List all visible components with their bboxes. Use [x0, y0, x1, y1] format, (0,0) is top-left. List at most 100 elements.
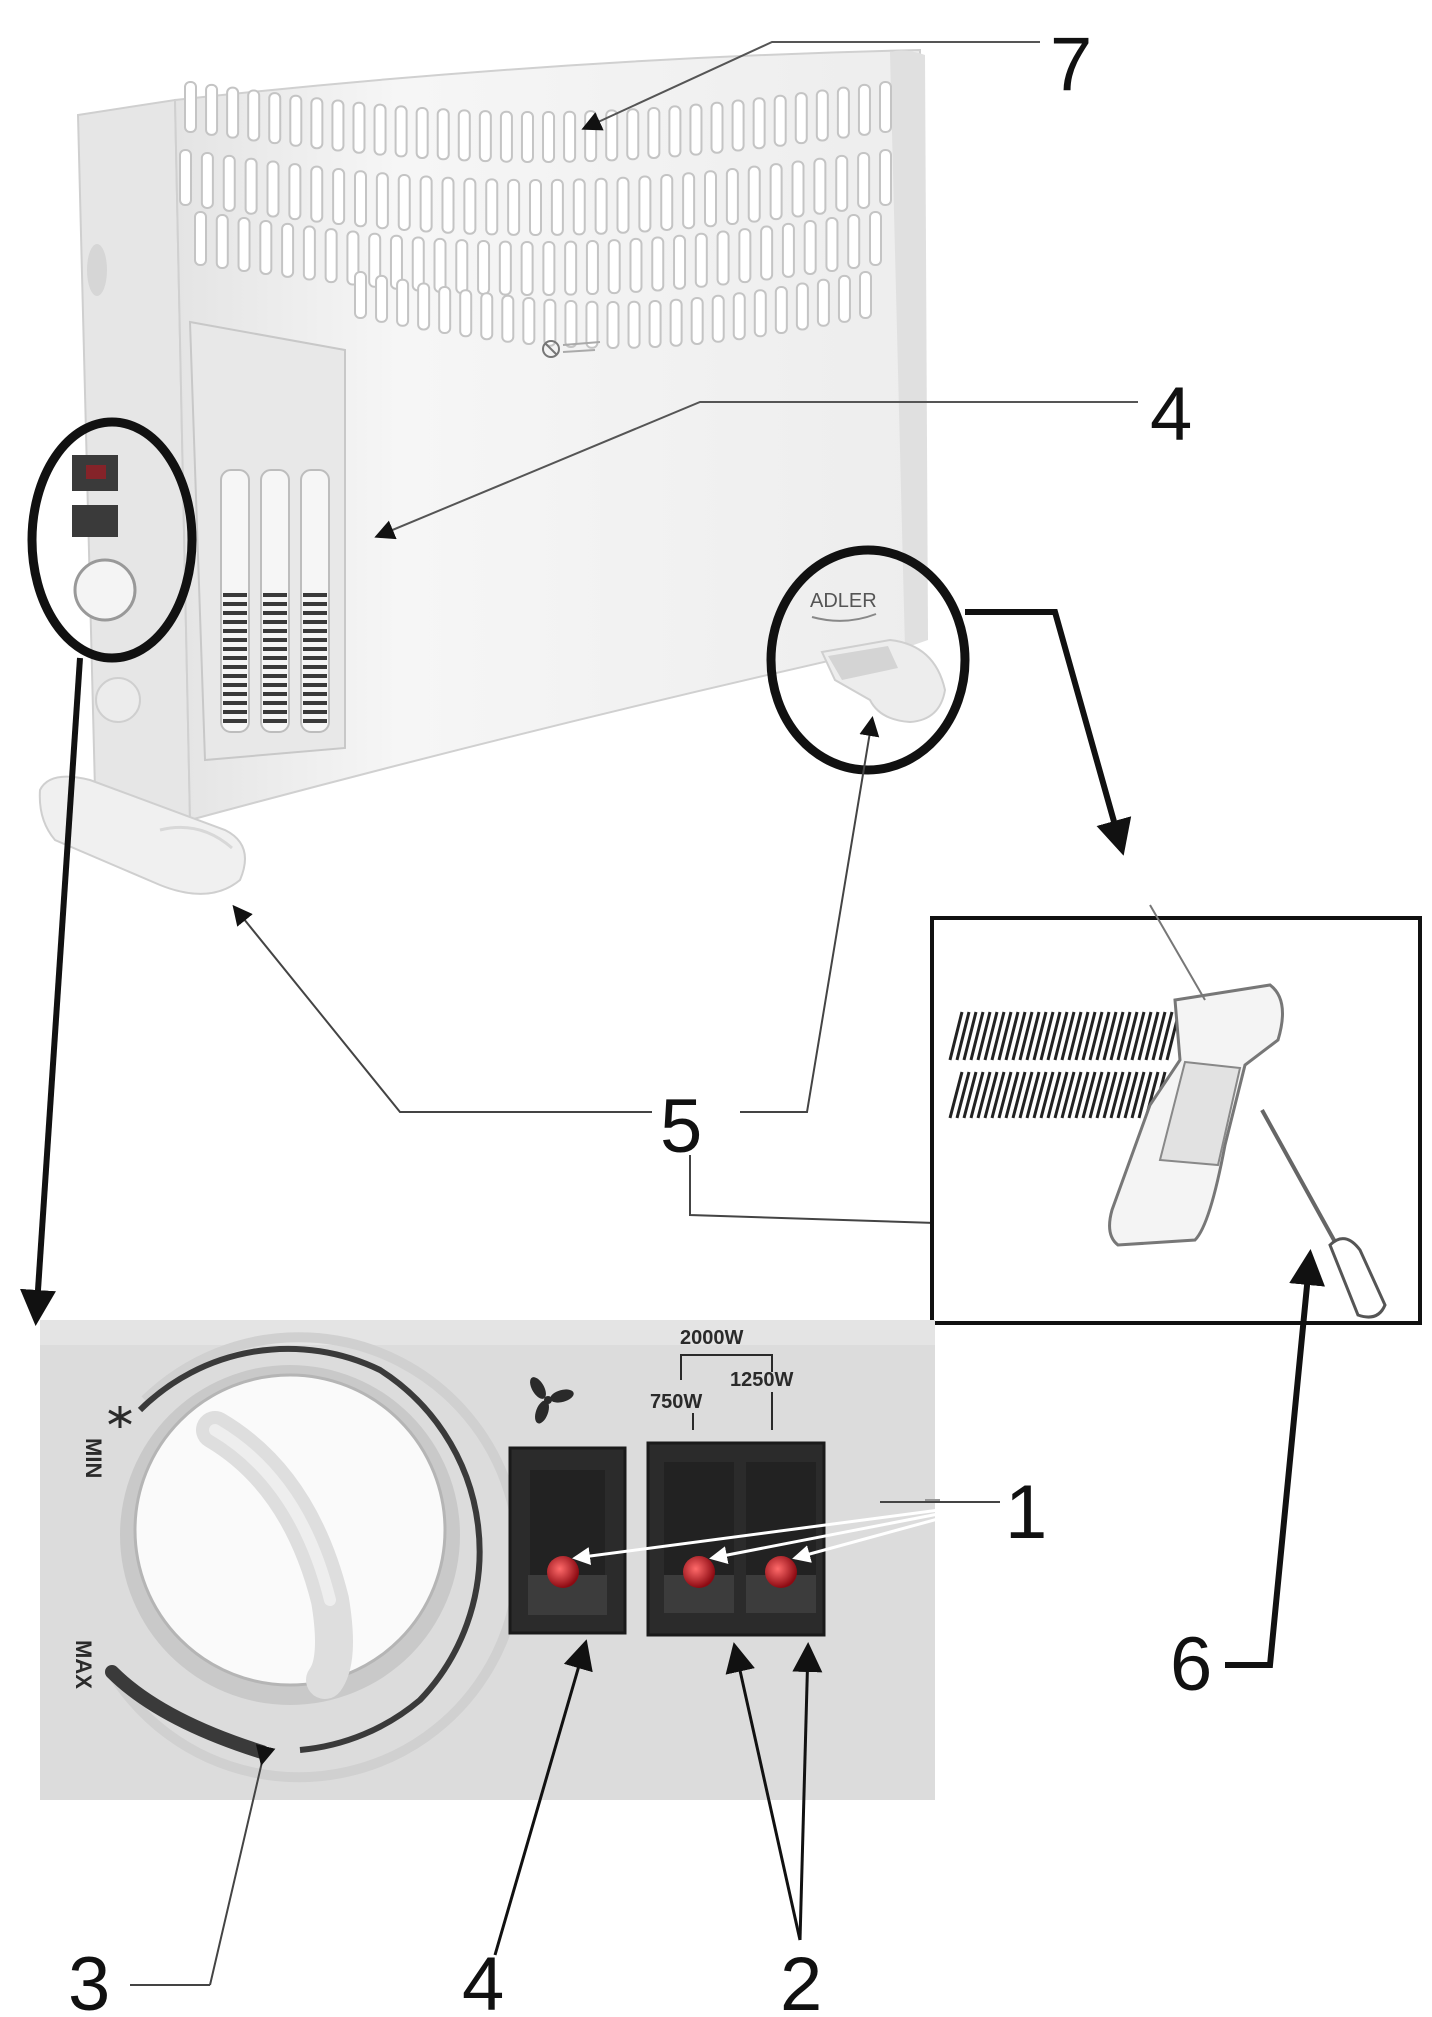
- grille-slot: [725, 168, 739, 226]
- inset-grid-stripe: [962, 1011, 978, 1061]
- callout-3-line: [209, 1744, 276, 1986]
- grille-slot: [226, 86, 240, 139]
- grille-slot: [179, 149, 192, 206]
- grille-slot: [455, 239, 469, 295]
- grille-slot: [669, 298, 683, 347]
- grille-slot: [417, 282, 431, 331]
- grille-slot: [529, 179, 542, 236]
- foot-focus-circle: [766, 545, 970, 775]
- inset-grid-stripe: [1004, 1071, 1020, 1119]
- grille-slot: [627, 300, 641, 349]
- inset-grid-stripe: [990, 1011, 1006, 1061]
- grille-slot: [542, 240, 556, 296]
- inset-grid-stripe: [1095, 1011, 1111, 1061]
- grille-slot: [572, 178, 586, 236]
- screwdriver-icon: [1260, 1109, 1387, 1319]
- inset-grid-stripe: [1011, 1071, 1027, 1119]
- grille-slot: [433, 237, 447, 293]
- thermostat-dial[interactable]: [105, 1332, 524, 1783]
- grille-slot: [629, 237, 643, 293]
- grille-slot: [394, 105, 408, 158]
- grille-slot: [310, 97, 324, 150]
- callout-7-line: [581, 41, 1040, 131]
- grille-slot: [869, 211, 882, 266]
- grille-slot: [825, 217, 839, 273]
- fan-switch[interactable]: [508, 1446, 627, 1635]
- dial-min-label: MIN: [81, 1438, 106, 1478]
- inset-grid-stripe: [1123, 1011, 1139, 1061]
- callout-2-line-a: [725, 1642, 802, 1941]
- inset-grid-stripe: [997, 1011, 1013, 1061]
- grille-slot: [857, 151, 871, 209]
- grille-slot: [332, 168, 346, 226]
- inset-grid-stripe: [990, 1071, 1006, 1119]
- power-1250w-indicator-light: [765, 1556, 797, 1588]
- inset-grid-stripe: [1060, 1011, 1076, 1061]
- grille-slot: [803, 219, 817, 275]
- grille-slot: [584, 110, 598, 163]
- inset-grid-stripe: [948, 1071, 964, 1119]
- fan-indicator-light: [547, 1556, 579, 1588]
- inset-grid-stripe: [976, 1071, 992, 1119]
- inset-grid-stripe: [1074, 1011, 1090, 1061]
- top-air-grille: [179, 81, 892, 349]
- power-switch-750w[interactable]: [664, 1462, 734, 1613]
- inset-grid-stripe: [1151, 1011, 1167, 1061]
- grille-slot: [585, 300, 599, 349]
- grille-slot: [396, 278, 410, 327]
- grille-slot: [606, 301, 620, 349]
- inset-grid-stripe: [1025, 1071, 1041, 1119]
- grille-slot: [585, 240, 599, 296]
- grille-slot: [668, 105, 682, 158]
- inset-grid-stripe: [1158, 1011, 1174, 1061]
- grille-slot: [747, 165, 761, 223]
- grille-slot: [200, 151, 214, 209]
- grille-slot: [499, 110, 513, 163]
- grille-slot: [550, 178, 564, 236]
- inset-grid-stripe: [1109, 1011, 1125, 1061]
- grille-slot: [354, 170, 367, 228]
- inset-grid-stripe: [1137, 1011, 1153, 1061]
- grille-slot: [594, 177, 608, 235]
- grille-slot: [774, 286, 788, 334]
- grille-slot: [673, 234, 687, 290]
- inset-grid-stripe: [1067, 1011, 1083, 1061]
- grille-slot: [485, 178, 499, 236]
- heater-body: [76, 48, 928, 822]
- grille-slot: [543, 298, 557, 347]
- inset-grid-stripe: [1088, 1071, 1104, 1119]
- grille-slot: [441, 176, 455, 234]
- grille-slot: [281, 222, 295, 278]
- inset-grid-stripe: [1074, 1071, 1090, 1119]
- inset-grid-stripe: [969, 1071, 985, 1119]
- callout-2: 2: [780, 1942, 822, 2017]
- inset-grid-stripe: [955, 1071, 971, 1119]
- grille-slot: [324, 228, 338, 284]
- grille-slot: [564, 240, 578, 296]
- grille-slot: [857, 83, 871, 136]
- callout-2-line-b: [792, 1642, 823, 1941]
- grille-slot: [463, 177, 477, 235]
- zoom-controls-arrow: [20, 657, 83, 1326]
- grille-slot: [760, 225, 774, 281]
- grille-slot: [375, 172, 389, 230]
- inset-grid-stripe: [955, 1011, 971, 1061]
- grille-slot: [626, 108, 640, 161]
- grille-slot: [375, 274, 389, 323]
- inset-grid-stripe: [948, 1011, 964, 1061]
- inset-grid-stripe: [1088, 1011, 1104, 1061]
- callout-7: 7: [1050, 22, 1092, 107]
- grille-slot: [373, 103, 387, 156]
- grille-slot: [477, 240, 491, 296]
- grille-slot: [816, 278, 830, 327]
- grille-slot: [237, 217, 251, 273]
- grille-slot: [354, 271, 367, 319]
- grille-slot: [268, 92, 282, 145]
- power-switch-1250w[interactable]: [746, 1462, 816, 1613]
- grille-slot: [415, 106, 429, 159]
- zoom-foot-arrow: [965, 609, 1132, 856]
- grille-slot: [501, 294, 515, 343]
- grille-slot: [352, 101, 366, 154]
